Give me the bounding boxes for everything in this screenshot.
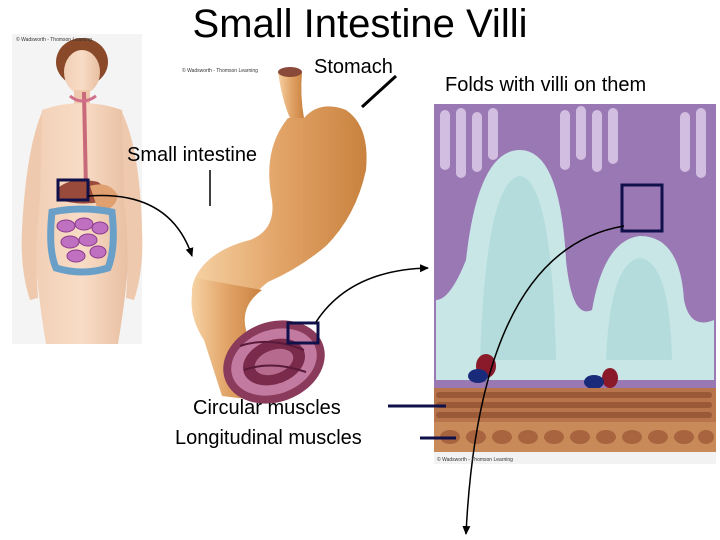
connectors <box>87 74 625 535</box>
stomach-illustration <box>178 60 428 404</box>
intestine-locator-box <box>286 321 320 345</box>
label-small-intestine: Small intestine <box>127 144 258 166</box>
villi-panel-credit: © Wadsworth - Thomson Learning <box>437 457 513 463</box>
page-title: Small Intestine Villi <box>192 2 528 46</box>
villi-illustration <box>434 104 716 464</box>
body-illustration <box>12 34 143 344</box>
body-to-intestine-arrow <box>87 194 194 257</box>
stomach-pointer-line <box>360 74 398 109</box>
label-longitudinal-muscles: Longitudinal muscles <box>175 427 362 449</box>
label-folds: Folds with villi on them <box>445 74 647 96</box>
body-panel-credit: © Wadsworth - Thomson Learning <box>16 37 92 43</box>
label-circular-muscles: Circular muscles <box>193 397 341 419</box>
intestine-to-villi-arrow <box>315 264 429 323</box>
body-locator-box <box>56 178 90 202</box>
stomach-panel-credit: © Wadsworth - Thomson Learning <box>182 68 258 74</box>
villi-locator-box <box>620 183 664 233</box>
label-stomach: Stomach <box>314 56 393 78</box>
villi-zoom-arrow <box>462 225 625 535</box>
